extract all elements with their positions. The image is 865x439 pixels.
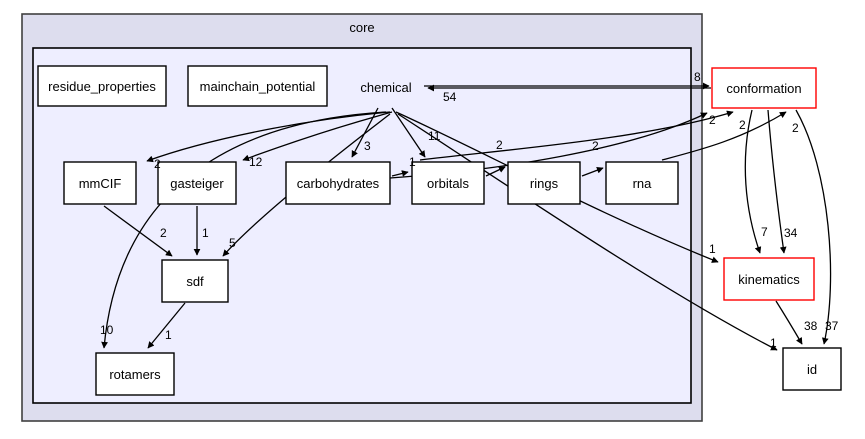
node-box-rna[interactable]	[605, 161, 679, 205]
edge-conformation-to-kinematics	[767, 109, 787, 254]
edge-conformation-to-kinematics	[744, 109, 762, 254]
cluster-core_inner	[32, 47, 692, 404]
edge-label-chemical-to-sdf: 5	[229, 236, 236, 250]
edge-carbohydrates-to-orbitals	[391, 170, 409, 177]
node-box-rotamers[interactable]	[95, 352, 175, 396]
edge-conformation-to-id	[795, 109, 832, 345]
edge-label-chemical-to-gasteiger: 12	[249, 155, 263, 169]
edge-label-orbitals-to-conformation: 2	[739, 118, 746, 132]
cluster-title-core: core	[349, 20, 375, 35]
edge-mmCIF-to-sdf	[103, 205, 173, 257]
edge-label-chemical-to-rotamers: 10	[100, 323, 114, 337]
node-box-conformation[interactable]	[711, 67, 817, 109]
edge-label-rna-to-conformation: 2	[792, 121, 799, 135]
edge-orbitals-to-conformation	[419, 110, 734, 161]
edge-label-carbohydrates-to-orbitals: 1	[409, 155, 416, 169]
node-box-sdf[interactable]	[161, 259, 229, 303]
edge-chemical-to-orbitals	[391, 107, 426, 158]
node-box-gasteiger[interactable]	[157, 161, 237, 205]
edge-label-conformation-to-id: 37	[825, 319, 839, 333]
edge-label-conformation-to-kinematics: 7	[761, 225, 768, 239]
edge-rings-to-rna	[581, 167, 604, 177]
edge-label-conformation-to-chemical: 54	[443, 90, 457, 104]
edge-rna-to-conformation	[661, 111, 787, 161]
edge-label-gasteiger-to-sdf: 1	[202, 226, 209, 240]
edge-label-chemical-to-conformation: 8	[694, 70, 701, 84]
edge-label-chemical-to-orbitals: 11	[428, 129, 441, 143]
edge-kinematics-to-id	[775, 300, 803, 345]
node-box-rings[interactable]	[507, 161, 581, 205]
node-box-orbitals[interactable]	[411, 161, 485, 205]
node-box-residue_properties[interactable]	[37, 65, 167, 107]
edge-label-carbohydrates-to-conformation: 2	[709, 113, 716, 127]
edge-label-chemical-to-id: 1	[770, 336, 777, 350]
node-box-mmCIF[interactable]	[63, 161, 137, 205]
edge-label-chemical-to-mmCIF: 2	[154, 157, 161, 171]
edge-sdf-to-rotamers	[147, 302, 186, 349]
node-box-id[interactable]	[782, 347, 842, 391]
edge-label-chemical-to-kinematics: 1	[709, 242, 716, 256]
node-box-carbohydrates[interactable]	[285, 161, 391, 205]
edge-label-rings-to-rna: 2	[592, 139, 599, 153]
node-layer	[37, 65, 842, 396]
edge-label-orbitals-to-rings: 2	[496, 138, 503, 152]
node-box-mainchain_potential[interactable]	[187, 65, 328, 107]
edge-label-mmCIF-to-sdf: 2	[160, 226, 167, 240]
edge-label-conformation-to-kinematics: 34	[784, 226, 798, 240]
edge-chemical-to-mmCIF	[146, 111, 391, 163]
edge-label-sdf-to-rotamers: 1	[165, 328, 172, 342]
edge-chemical-to-id	[397, 113, 778, 351]
node-box-kinematics[interactable]	[723, 257, 815, 301]
edge-label-kinematics-to-id: 38	[804, 319, 818, 333]
edge-label-chemical-to-carbohydrates: 3	[364, 139, 371, 153]
edge-chemical-to-gasteiger	[242, 111, 393, 162]
